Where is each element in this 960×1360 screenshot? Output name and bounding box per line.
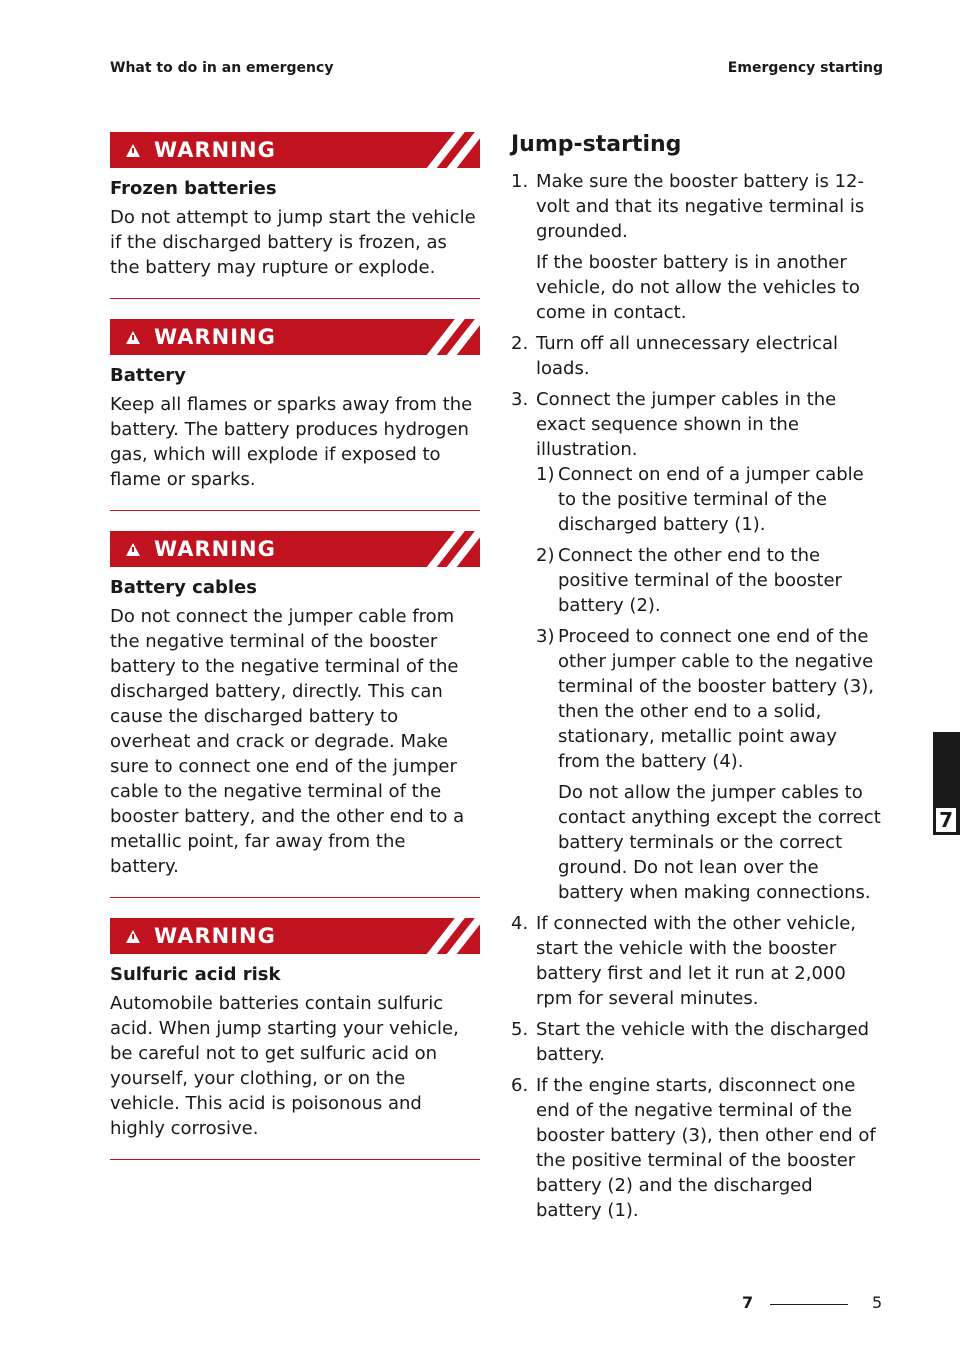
warning-frozen-batteries: WARNING Frozen batteries Do not attempt … [110, 132, 480, 299]
step-text: Turn off all unnecessary electrical load… [536, 333, 839, 379]
substep-number: 3) [536, 626, 555, 647]
warning-triangle-icon [126, 330, 140, 344]
warning-label: WARNING [154, 325, 276, 349]
steps-list: 1. Make sure the booster battery is 12-v… [511, 169, 881, 1223]
warning-title: Battery [110, 365, 186, 386]
step-item: 2. Turn off all unnecessary electrical l… [511, 331, 881, 381]
warning-title: Battery cables [110, 577, 257, 598]
footer-page-number: 5 [872, 1293, 883, 1312]
substep-text: Connect the other end to the positive te… [558, 545, 842, 616]
step-item: 1. Make sure the booster battery is 12-v… [511, 169, 881, 325]
step-number: 1. [511, 171, 529, 192]
warning-label: WARNING [154, 138, 276, 162]
substep-item: 2) Connect the other end to the positive… [536, 543, 881, 618]
step-number: 5. [511, 1019, 529, 1040]
step-text: If connected with the other vehicle, sta… [536, 913, 857, 1009]
step-text: Connect the jumper cables in the exact s… [536, 389, 837, 460]
warning-banner: WARNING [110, 319, 480, 355]
warning-body: Do not attempt to jump start the vehicle… [110, 207, 476, 278]
step-item: 3. Connect the jumper cables in the exac… [511, 387, 881, 905]
warning-divider [110, 897, 480, 898]
substep-text: Connect on end of a jumper cable to the … [558, 464, 864, 535]
step-item: 5. Start the vehicle with the discharged… [511, 1017, 881, 1067]
footer-divider [770, 1304, 848, 1305]
step-item: 4. If connected with the other vehicle, … [511, 911, 881, 1011]
warning-label: WARNING [154, 537, 276, 561]
step-number: 6. [511, 1075, 529, 1096]
footer-chapter-number: 7 [742, 1293, 754, 1312]
running-header-right: Emergency starting [727, 60, 883, 76]
warning-title: Sulfuric acid risk [110, 964, 281, 985]
warning-banner: WARNING [110, 531, 480, 567]
warning-body: Keep all flames or sparks away from the … [110, 394, 473, 490]
warning-body: Automobile batteries contain sulfuric ac… [110, 993, 459, 1139]
chapter-tab-number: 7 [936, 808, 956, 832]
warning-divider [110, 510, 480, 511]
substep-note: Do not allow the jumper cables to contac… [558, 782, 881, 903]
step-note: If the booster battery is in another veh… [536, 252, 860, 323]
step-text: If the engine starts, disconnect one end… [536, 1075, 876, 1221]
warning-battery-cables: WARNING Battery cables Do not connect th… [110, 531, 480, 898]
running-header-left: What to do in an emergency [110, 60, 334, 76]
warning-title: Frozen batteries [110, 178, 277, 199]
warning-banner: WARNING [110, 918, 480, 954]
step-number: 4. [511, 913, 529, 934]
warning-sulfuric-acid: WARNING Sulfuric acid risk Automobile ba… [110, 918, 480, 1160]
substep-text: Proceed to connect one end of the other … [558, 626, 874, 772]
substep-number: 2) [536, 545, 555, 566]
step-text: Start the vehicle with the discharged ba… [536, 1019, 870, 1065]
step-number: 3. [511, 389, 529, 410]
warning-label: WARNING [154, 924, 276, 948]
step-number: 2. [511, 333, 529, 354]
jump-starting-section: Jump-starting 1. Make sure the booster b… [511, 128, 881, 1229]
warning-triangle-icon [126, 929, 140, 943]
warning-body: Do not connect the jumper cable from the… [110, 606, 465, 877]
step-item: 6. If the engine starts, disconnect one … [511, 1073, 881, 1223]
section-title: Jump-starting [511, 132, 682, 157]
substep-item: 1) Connect on end of a jumper cable to t… [536, 462, 881, 537]
step-text: Make sure the booster battery is 12-volt… [536, 171, 865, 242]
warning-battery: WARNING Battery Keep all flames or spark… [110, 319, 480, 511]
warning-banner: WARNING [110, 132, 480, 168]
substep-number: 1) [536, 464, 555, 485]
warning-triangle-icon [126, 143, 140, 157]
substeps-list: 1) Connect on end of a jumper cable to t… [536, 462, 881, 905]
warning-divider [110, 1159, 480, 1160]
substep-item: 3) Proceed to connect one end of the oth… [536, 624, 881, 905]
warning-triangle-icon [126, 542, 140, 556]
warnings-column: WARNING Frozen batteries Do not attempt … [110, 132, 480, 1180]
warning-divider [110, 298, 480, 299]
